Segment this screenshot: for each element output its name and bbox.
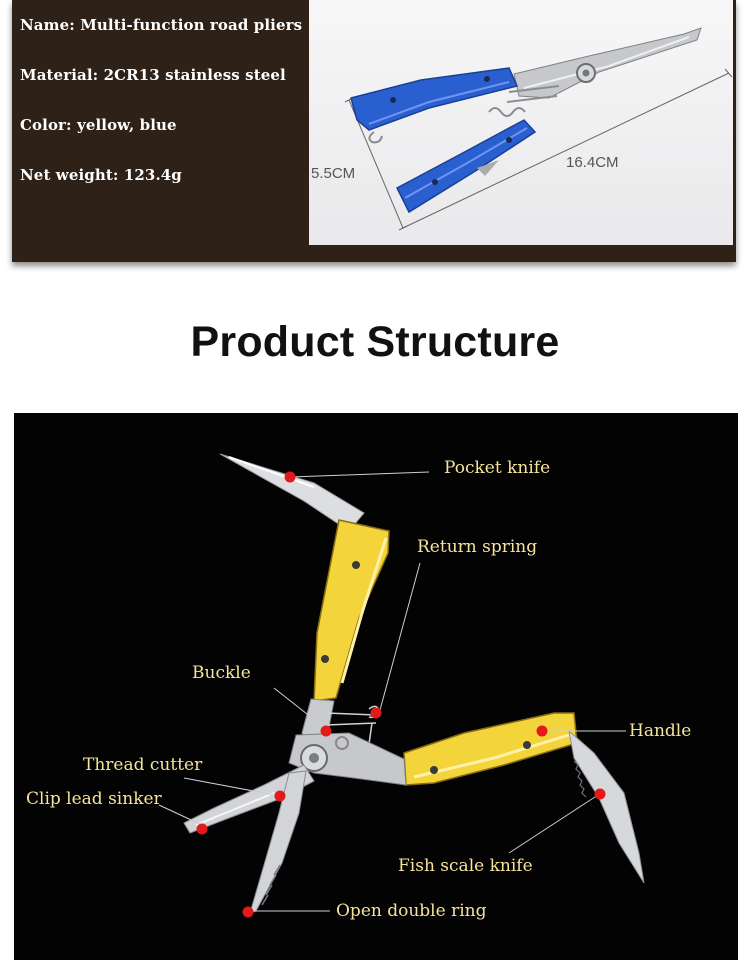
marker-return-spring: [370, 707, 382, 719]
label-handle: Handle: [629, 721, 692, 741]
label-fish-scale-knife: Fish scale knife: [398, 856, 533, 876]
label-clip-lead-sinker: Clip lead sinker: [26, 789, 162, 809]
label-open-double-ring: Open double ring: [336, 901, 487, 921]
marker-open-double-ring: [242, 906, 254, 918]
marker-fish-scale-knife: [594, 788, 606, 800]
blue-pliers-illustration: [344, 27, 733, 231]
marker-clip-lead-sinker: [196, 823, 208, 835]
marker-thread-cutter: [274, 790, 286, 802]
yellow-pliers-illustration: [158, 453, 645, 918]
dimension-length: 16.4CM: [566, 154, 619, 171]
spec-material: Material: 2CR13 stainless steel: [20, 66, 286, 84]
structure-diagram: Pocket knife Return spring Buckle Handle…: [14, 413, 738, 960]
label-return-spring: Return spring: [417, 537, 538, 557]
label-pocket-knife: Pocket knife: [444, 458, 551, 478]
spec-color: Color: yellow, blue: [20, 116, 177, 134]
product-photo: 5.5CM 16.4CM: [309, 0, 733, 245]
spec-name: Name: Multi-function road pliers: [20, 16, 303, 34]
dimension-height: 5.5CM: [311, 165, 356, 182]
label-buckle: Buckle: [192, 663, 251, 683]
marker-buckle: [320, 725, 332, 737]
spec-panel: Name: Multi-function road pliers Materia…: [12, 0, 736, 262]
spec-weight: Net weight: 123.4g: [20, 166, 182, 184]
marker-handle: [536, 725, 548, 737]
part-markers: [196, 471, 606, 918]
label-thread-cutter: Thread cutter: [83, 755, 203, 775]
marker-pocket-knife: [284, 471, 296, 483]
page-title: Product Structure: [190, 318, 560, 366]
spec-list: Name: Multi-function road pliers Materia…: [20, 12, 310, 212]
